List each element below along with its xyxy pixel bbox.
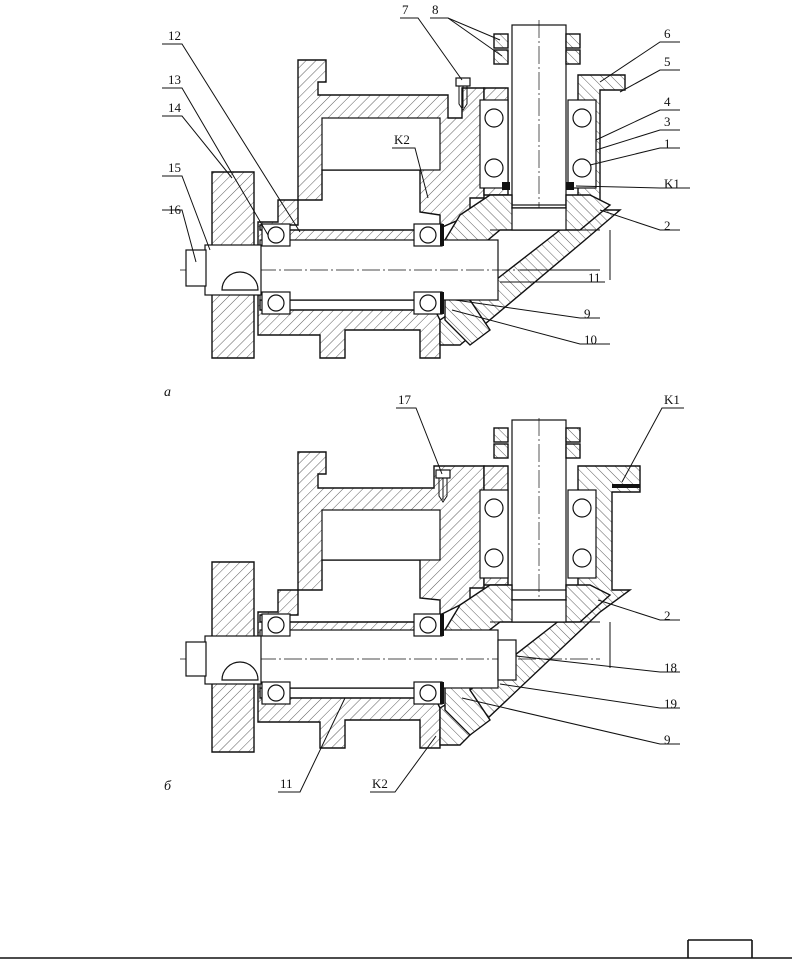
housing-cavity-b (321, 509, 441, 561)
housing-cavity-a (321, 117, 441, 171)
label-11-a: 11 (588, 270, 601, 285)
label-16: 16 (168, 202, 182, 217)
label-12: 12 (168, 28, 181, 43)
label-9-b: 9 (664, 732, 671, 747)
label-k2-b: K2 (372, 776, 388, 791)
label-11-b: 11 (280, 776, 293, 791)
label-15: 15 (168, 160, 181, 175)
figure-b (180, 418, 641, 753)
label-13: 13 (168, 72, 181, 87)
page-frame (0, 939, 792, 959)
label-3: 3 (664, 114, 671, 129)
caption-b: б (164, 779, 172, 794)
nut-18-b (497, 639, 517, 681)
label-17: 17 (398, 392, 412, 407)
leaders-b (278, 407, 684, 793)
label-8: 8 (432, 2, 439, 17)
label-10: 10 (584, 332, 597, 347)
label-9-a: 9 (584, 306, 591, 321)
bolt-16-a (185, 249, 207, 287)
labels-a: 12 13 14 15 16 K2 7 8 6 5 4 3 1 K1 2 11 … (164, 2, 680, 400)
label-k1-a: K1 (664, 176, 680, 191)
label-14: 14 (168, 100, 182, 115)
labels-b: 17 K1 2 18 19 9 11 K2 б (164, 392, 680, 794)
figure-a (180, 20, 626, 359)
nut-8-a (493, 33, 509, 49)
label-6: 6 (664, 26, 671, 41)
label-2-b: 2 (664, 608, 671, 623)
caption-a: а (164, 385, 171, 400)
label-18: 18 (664, 660, 677, 675)
leaders-a (162, 17, 690, 345)
label-4: 4 (664, 94, 671, 109)
label-19: 19 (664, 696, 677, 711)
label-7: 7 (402, 2, 409, 17)
label-1: 1 (664, 136, 671, 151)
label-2-a: 2 (664, 218, 671, 233)
label-k2-a: K2 (394, 132, 410, 147)
label-k1-b: K1 (664, 392, 680, 407)
label-5: 5 (664, 54, 671, 69)
